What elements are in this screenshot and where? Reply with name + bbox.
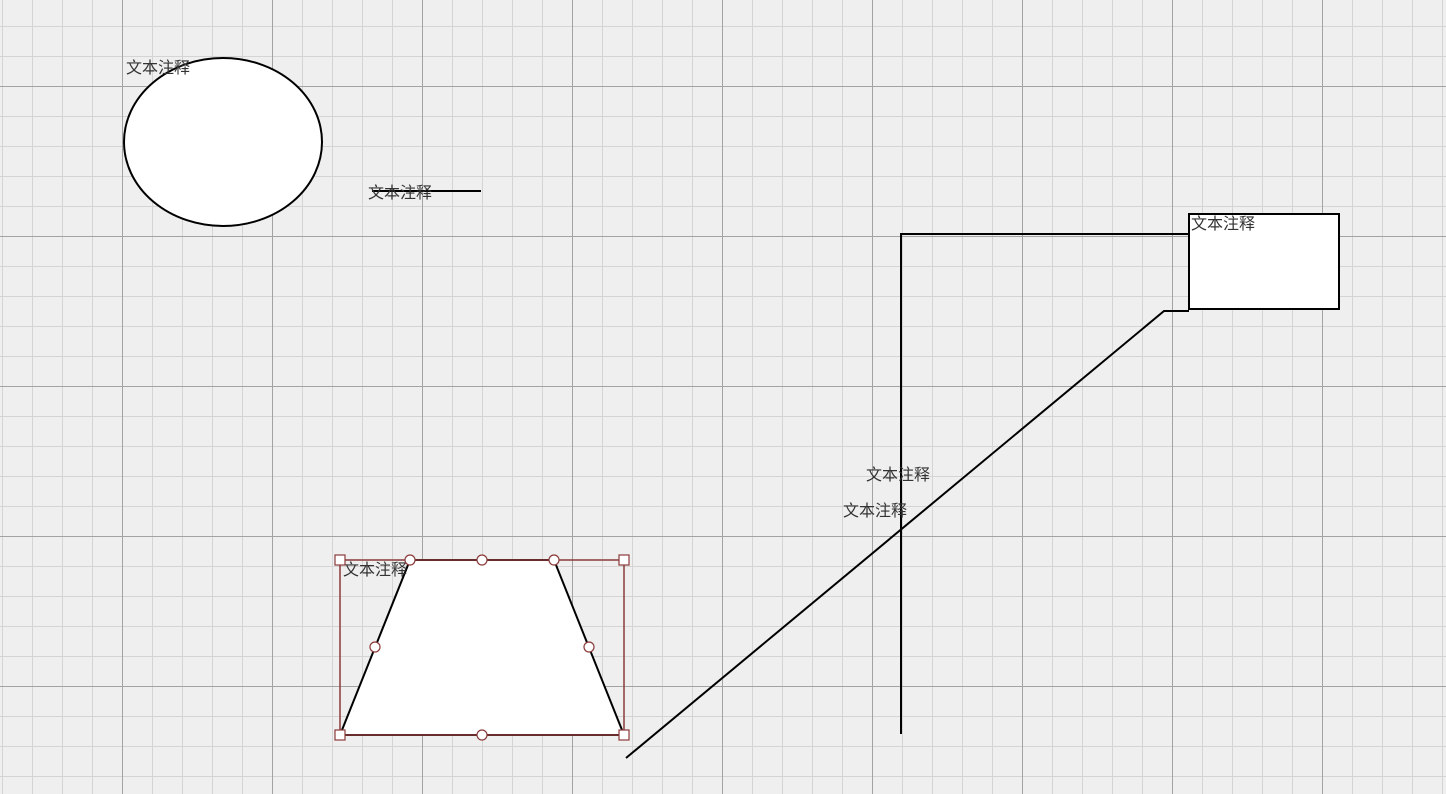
connection-point-right[interactable] (583, 641, 595, 653)
ellipse-body[interactable] (123, 57, 323, 227)
line-label[interactable]: 文本注释 (368, 183, 432, 202)
resize-handle-bottom-right[interactable] (618, 729, 630, 741)
resize-handle-top-left[interactable] (334, 554, 346, 566)
diagonal-connector-label[interactable]: 文本注释 (843, 501, 907, 520)
ellipse-label[interactable]: 文本注释 (126, 58, 190, 77)
rectangle-shape[interactable]: 文本注释 (1188, 213, 1340, 310)
rectangle-label[interactable]: 文本注释 (1191, 214, 1255, 233)
ellipse-shape[interactable]: 文本注释 (123, 57, 323, 227)
trapezoid-shape[interactable]: 文本注释 (334, 554, 630, 741)
connection-point-top-left[interactable] (404, 554, 416, 566)
vertical-connector[interactable]: 文本注释 (866, 233, 1189, 734)
connection-point-bottom[interactable] (476, 729, 488, 741)
vertical-connector-path[interactable] (900, 233, 1189, 734)
connection-point-left[interactable] (369, 641, 381, 653)
trapezoid-body[interactable] (338, 559, 626, 736)
resize-handle-bottom-left[interactable] (334, 729, 346, 741)
trapezoid-label[interactable]: 文本注释 (343, 560, 407, 579)
rectangle-body[interactable] (1188, 213, 1340, 310)
vertical-connector-label[interactable]: 文本注释 (866, 465, 930, 484)
diagonal-connector-path[interactable] (625, 310, 1189, 759)
connection-point-top[interactable] (476, 554, 488, 566)
line-shape[interactable]: 文本注释 (368, 183, 481, 202)
diagonal-connector[interactable]: 文本注释 (625, 310, 1189, 759)
resize-handle-top-right[interactable] (618, 554, 630, 566)
connection-point-top-right[interactable] (548, 554, 560, 566)
